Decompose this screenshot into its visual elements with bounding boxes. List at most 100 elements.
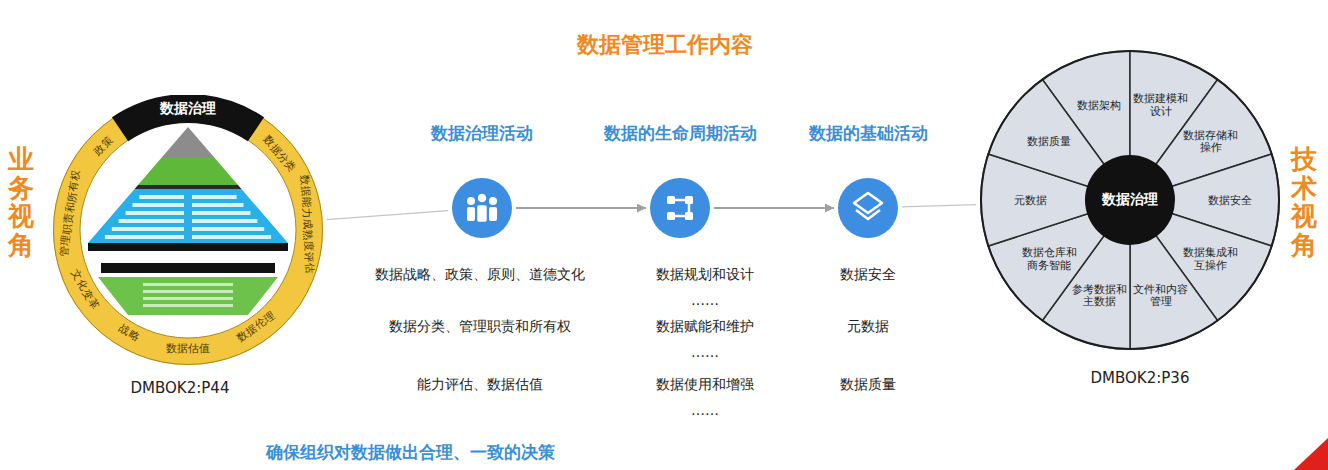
label-text-holder: ……	[691, 344, 719, 360]
icon-head	[467, 197, 475, 205]
pyramid-base-box	[143, 304, 233, 307]
ring-label-holder: 数据估值	[166, 342, 210, 356]
pyramid-box	[192, 219, 257, 223]
label-text: ……	[691, 344, 719, 360]
wheel-hub	[1085, 155, 1175, 245]
label-text-holder: 数据战略、政策、原则、道德文化	[375, 266, 585, 284]
pyramid-base-box	[143, 297, 233, 300]
icon-body	[477, 205, 488, 223]
activity-heading: 数据治理活动	[427, 122, 537, 145]
segment-label: 数据集成和互操作	[1183, 246, 1239, 271]
title: 数据管理工作内容	[577, 30, 753, 60]
ring-label: 数据估值	[166, 342, 210, 356]
icon-step	[667, 196, 675, 204]
pyramid-base	[98, 277, 278, 315]
pyramid-box	[192, 195, 237, 199]
label-text-holder: DMBOK2:P44	[131, 379, 230, 397]
segment-label: 数据安全	[1202, 194, 1258, 207]
caption-holder: 确保组织对数据做出合理、一致的决策	[266, 441, 555, 464]
activity-icon	[838, 178, 898, 238]
activity-heading: 数据的基础活动	[805, 122, 932, 145]
label-text-holder: 数据赋能和维护	[656, 318, 754, 336]
connector	[902, 205, 976, 207]
red-corner	[1294, 438, 1328, 470]
label-text: 数据分类、管理职责和所有权	[389, 318, 571, 336]
icon-layer	[856, 210, 880, 219]
segment-label: 数据架构	[1071, 99, 1127, 112]
ring-inner	[80, 122, 296, 338]
pyramid-bar	[101, 263, 275, 273]
label-text-holder: ……	[691, 292, 719, 308]
pyramid-base-box	[143, 283, 233, 286]
pyramid-base-box	[143, 290, 233, 293]
pyramid-box	[192, 203, 244, 207]
label-text: 能力评估、数据估值	[417, 376, 543, 394]
label-text: 数据质量	[840, 376, 896, 394]
label-text: 数据使用和增强	[656, 376, 754, 394]
activity-icon-shape	[650, 178, 710, 238]
governance-title-holder: 数据治理	[160, 100, 216, 118]
wheel-segment-node: 数据安全	[1202, 194, 1258, 207]
label-text: DMBOK2:P44	[131, 379, 230, 397]
icon-step	[685, 196, 693, 204]
wheel-segment-node: 数据仓库和商务智能	[1021, 246, 1077, 271]
governance-circle: 数据治理数据分类数据能力成熟度评估数据伦理数据估值战略文化变革管理职责和所有权政…	[53, 95, 323, 365]
pyramid-box	[105, 235, 184, 239]
ring-band	[67, 109, 310, 352]
pyramid-box	[132, 203, 184, 207]
pyramid-box	[192, 227, 264, 231]
wheel-segment-node: 元数据	[1002, 194, 1058, 207]
connector	[516, 207, 646, 209]
segment-label: 数据质量	[1021, 135, 1077, 148]
activity-heading: 数据的生命周期活动	[600, 122, 761, 145]
wheel-rim	[981, 51, 1279, 349]
wheel-segment-node: 数据质量	[1021, 135, 1077, 148]
pyramid-box	[139, 195, 184, 199]
activity-icon-circle	[650, 178, 710, 238]
label-text-holder: ……	[691, 402, 719, 418]
label-text: ……	[691, 292, 719, 308]
pyramid-layer	[88, 189, 288, 243]
knowledge-wheel: 数据治理 数据架构数据建模和设计数据存储和操作数据安全数据集成和互操作文件和内容管…	[980, 50, 1280, 350]
label-text-holder: 能力评估、数据估值	[417, 376, 543, 394]
label-text: 数据安全	[840, 266, 896, 284]
label-text-holder: 数据安全	[840, 266, 896, 284]
title-holder: 数据管理工作内容	[577, 30, 753, 60]
activity-icon	[452, 178, 512, 238]
label-text-holder: DMBOK2:P36	[1091, 369, 1190, 387]
activity-node: 数据治理活动	[427, 122, 537, 238]
icon-layer	[854, 193, 882, 213]
label-text: 数据战略、政策、原则、道德文化	[375, 266, 585, 284]
connector	[327, 211, 448, 220]
governance-title: 数据治理	[160, 100, 216, 118]
side-heading: 技术视角	[1291, 145, 1317, 259]
label-text-holder: 数据规划和设计	[656, 266, 754, 284]
side-heading: 业务视角	[8, 145, 34, 259]
activity-node: 数据的基础活动	[805, 122, 932, 238]
side-heading-holder: 业务视角	[8, 145, 34, 259]
segment-label: 文件和内容管理	[1133, 283, 1189, 308]
wheel-hub-label-holder: 数据治理	[1102, 191, 1158, 209]
ring-outer	[54, 96, 323, 365]
pyramid-box	[119, 219, 184, 223]
pyramid-box	[192, 211, 250, 215]
label-text: 数据赋能和维护	[656, 318, 754, 336]
wheel-segment-node: 数据存储和操作	[1183, 129, 1239, 154]
activity-icon-shape	[452, 178, 512, 238]
segment-label: 数据仓库和商务智能	[1021, 246, 1077, 271]
wheel-segment-node: 参考数据和主数据	[1071, 283, 1127, 308]
wheel-hub-label: 数据治理	[1102, 191, 1158, 209]
activity-icon-circle	[838, 178, 898, 238]
wheel-segment-node: 数据建模和设计	[1133, 92, 1189, 117]
caption: 确保组织对数据做出合理、一致的决策	[266, 441, 555, 464]
pyramid-box	[126, 211, 184, 215]
icon-body	[467, 207, 475, 221]
label-text: 数据规划和设计	[656, 266, 754, 284]
governance-figure	[53, 95, 323, 365]
segment-label: 数据存储和操作	[1183, 129, 1239, 154]
label-text: 元数据	[847, 318, 889, 336]
activity-icon-shape	[838, 178, 898, 238]
icon-step	[685, 212, 693, 220]
pyramid-bar	[88, 243, 288, 251]
